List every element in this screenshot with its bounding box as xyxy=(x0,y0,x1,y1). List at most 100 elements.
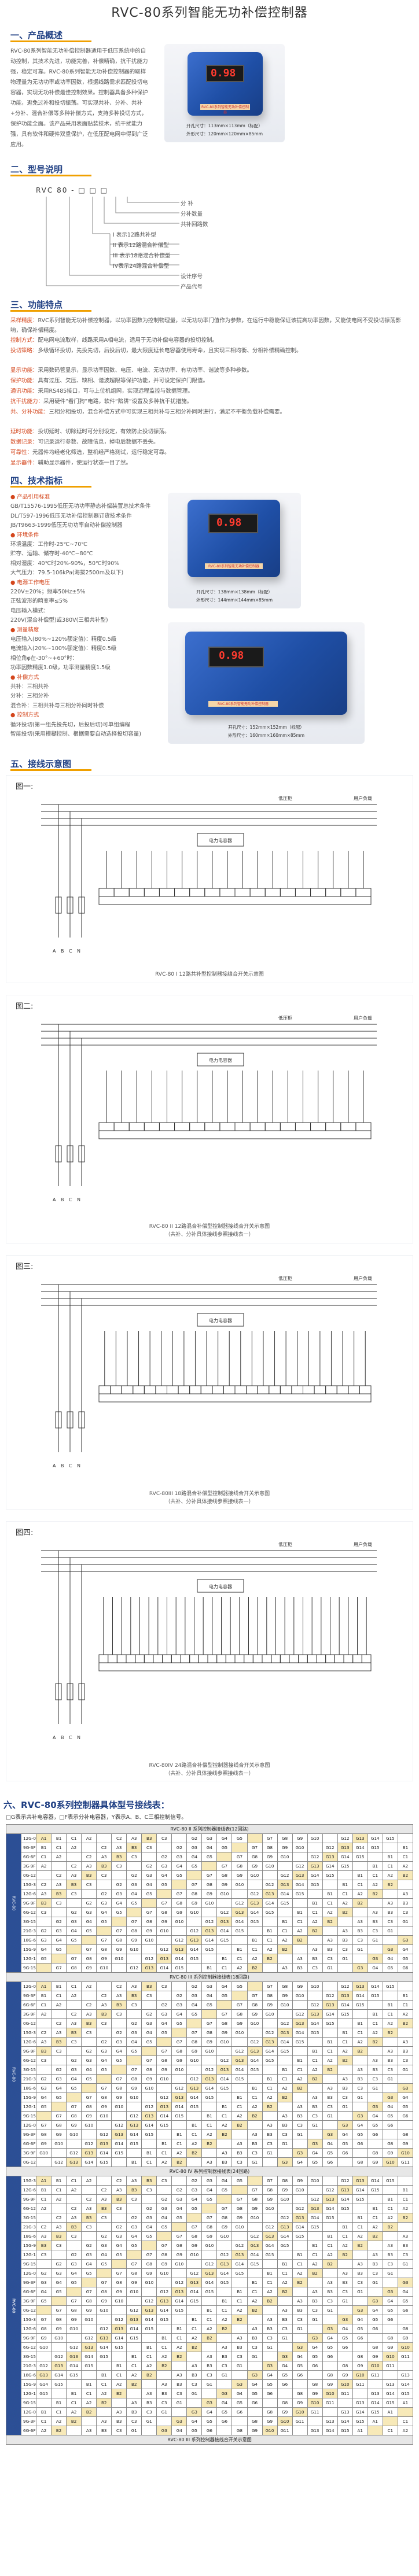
terminal-cell xyxy=(246,1385,258,1394)
table-cell: G15 xyxy=(111,2148,127,2158)
table-cell xyxy=(247,2407,263,2417)
terminal-cell xyxy=(343,1654,354,1663)
table-cell: A2 xyxy=(216,2120,233,2130)
table-cell: A2 xyxy=(186,2139,203,2149)
table-cell: G5 xyxy=(96,1917,112,1927)
table-model-cell: 15G-3F xyxy=(21,2315,37,2324)
table-cell xyxy=(397,1981,414,1991)
table-cell: A2 xyxy=(81,1833,97,1843)
table-cell: A3 xyxy=(141,2389,157,2398)
table-cell: B2 xyxy=(247,2305,263,2315)
table-cell: G7 xyxy=(262,1981,278,1991)
table-cell: G7 xyxy=(36,2120,52,2130)
table-cell: G5 xyxy=(352,2130,368,2139)
feature-value: 多级循环投切，先投先切，后投后切，最大限度延长电容器使用寿命，且实现三相均衡、分… xyxy=(38,348,302,354)
table-cell: B3 xyxy=(111,2000,127,2010)
table-cell: B3 xyxy=(277,2315,293,2324)
table-cell: C3 xyxy=(307,2111,323,2121)
table-cell: G7 xyxy=(51,2111,67,2121)
table-cell xyxy=(382,2416,398,2426)
table-cell: G9 xyxy=(171,1907,188,1917)
table-cell: C1 xyxy=(307,1907,323,1917)
table-cell: G11 xyxy=(352,2379,368,2389)
table-model-cell: 21G-3F xyxy=(21,1926,37,1936)
table-cell: C1 xyxy=(66,1833,82,1843)
table-cell: C1 xyxy=(262,2083,278,2093)
table-cell: G8 xyxy=(171,2241,188,2250)
table-cell xyxy=(141,2046,157,2056)
table-cell xyxy=(141,2241,157,2250)
table-cell: G3 xyxy=(352,2305,368,2315)
table-model-cell: 21G-3F xyxy=(21,2074,37,2084)
table-cell: G15 xyxy=(171,2305,188,2315)
table-cell: G15 xyxy=(352,2194,368,2204)
table-cell: A2 xyxy=(216,2315,233,2324)
table-model-cell: 12G-6F xyxy=(21,2324,37,2334)
table-cell: A3 xyxy=(292,2102,308,2112)
table-cell: A1 xyxy=(352,2426,368,2435)
table-cell: B3 xyxy=(96,2204,112,2213)
table-cell: G5 xyxy=(307,2157,323,2167)
table-cell: G15 xyxy=(247,1917,263,1927)
table-cell: C1 xyxy=(231,2296,248,2306)
table-cell: G14 xyxy=(171,1954,188,1964)
table-cell: C1 xyxy=(352,1880,368,1889)
table-cell xyxy=(201,1907,218,1917)
terminal-cell xyxy=(280,1385,292,1394)
table-cell: G4 xyxy=(292,2352,308,2361)
table-cell: G8 xyxy=(231,2204,248,2213)
table-cell: G4 xyxy=(126,2037,142,2047)
table-cell: G8 xyxy=(111,2083,127,2093)
table-cell: G10 xyxy=(201,1898,218,1908)
table-cell: B3 xyxy=(51,2037,67,2047)
table-cell xyxy=(171,2361,188,2371)
table-cell: G8 xyxy=(231,2426,248,2435)
table-cell: A3 xyxy=(322,2278,338,2287)
table-cell xyxy=(66,2092,82,2102)
table-cell: G14 xyxy=(201,2278,218,2287)
table-cell: A2 xyxy=(262,2287,278,2297)
table-cell: G4 xyxy=(337,2130,353,2139)
table-cell: G14 xyxy=(111,2333,127,2343)
table-cell xyxy=(96,1833,112,1843)
table-model-cell: 9G-3F xyxy=(21,1991,37,2001)
table-cell: G9 xyxy=(262,2000,278,2010)
table-cell: G8 xyxy=(262,2407,278,2417)
diagram-label: 图四: xyxy=(16,1529,34,1537)
table-cell: G7 xyxy=(201,2213,218,2223)
table-cell: A3 xyxy=(36,2231,52,2241)
table-cell: G7 xyxy=(186,2222,203,2232)
table-cell: G5 xyxy=(292,2361,308,2371)
table-cell xyxy=(262,1917,278,1927)
table-cell: G1 xyxy=(141,2416,157,2426)
table-cell: G2 xyxy=(171,1991,188,2001)
table-cell: G4 xyxy=(126,1889,142,1899)
table-cell: G12 xyxy=(307,2000,323,2010)
diagram-lines xyxy=(41,1550,377,1724)
table-cell: G12 xyxy=(141,2296,157,2306)
table-cell xyxy=(382,2185,398,2195)
table-cell: B1 xyxy=(247,2083,263,2093)
table-row: 6G-12FG10G12G13G14G15B1C1A2B2A3B3C3G1G3G… xyxy=(6,2342,414,2352)
table-model-cell: 9G-15F xyxy=(21,2259,37,2269)
table-model-cell: 21G-3F xyxy=(21,2361,37,2371)
table-row: 15G-9FB3C3G2G3G4G5G7G8G9G10G12G13G14G15B… xyxy=(6,2241,414,2250)
table-cell: G15 xyxy=(66,2370,82,2380)
table-cell: B2 xyxy=(352,1898,368,1908)
table-cell: G10 xyxy=(111,2296,127,2306)
table-cell: G13 xyxy=(156,1954,172,1964)
terminal-cell xyxy=(204,1122,220,1131)
table-cell: B2 xyxy=(216,2324,233,2334)
table-cell: A2 xyxy=(156,2352,172,2361)
table-cell: G1 xyxy=(292,2130,308,2139)
table-cell xyxy=(352,2204,368,2213)
table-cell: G12 xyxy=(201,1917,218,1927)
terminal-cell xyxy=(325,1122,341,1131)
table-cell xyxy=(141,2426,157,2435)
table-cell: B3 xyxy=(81,2213,97,2223)
table-cell: G5 xyxy=(337,2139,353,2149)
terminal-cell xyxy=(98,1654,109,1663)
table-cell: G8 xyxy=(352,2352,368,2361)
table-cell: A3 xyxy=(111,2407,127,2417)
table-cell: G3 xyxy=(171,1852,188,1862)
